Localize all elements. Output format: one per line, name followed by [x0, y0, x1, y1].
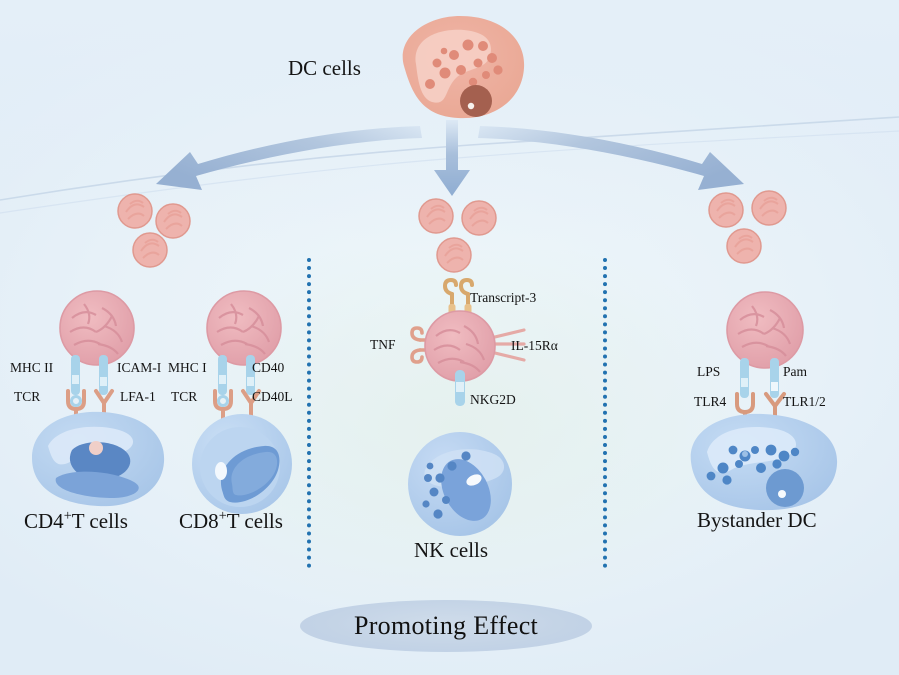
arrows-group — [156, 120, 744, 196]
label-lps: LPS — [697, 364, 721, 379]
tumor-cell-icon — [726, 291, 804, 369]
label-icam-i: ICAM-I — [117, 360, 162, 375]
tumor-cell-icon — [59, 290, 135, 366]
mhc-ii-receptor — [71, 355, 80, 395]
label-nkg2d: NKG2D — [470, 392, 516, 407]
cd4-label-main: CD4 — [24, 509, 64, 533]
label-cd40l: CD40L — [252, 389, 293, 404]
label-tcr-cd8: TCR — [171, 389, 198, 404]
pam-receptor — [770, 358, 779, 398]
cd8-label-main: CD8 — [179, 509, 219, 533]
bystander-dc-icon — [690, 413, 838, 511]
cd40-receptor — [246, 355, 255, 395]
cd8-receptors — [213, 355, 261, 425]
cd4-t-cell-icon — [32, 411, 165, 507]
cd8-panel — [199, 288, 289, 368]
label-tcr-cd4: TCR — [14, 389, 41, 404]
nk-cell-icon — [408, 432, 512, 536]
label-tlr1-2: TLR1/2 — [783, 394, 826, 409]
cd4-label-tail: T cells — [71, 509, 128, 533]
particles-center — [418, 198, 497, 273]
cd4-panel-label: CD4+T cells — [24, 508, 128, 534]
nkg2d-receptor — [455, 370, 465, 406]
divider-left — [307, 258, 311, 568]
arrow-to-bystander-dc — [478, 126, 744, 190]
label-tnf: TNF — [370, 337, 396, 352]
label-il-15r-alpha: IL-15Rα — [511, 338, 558, 353]
particles-left — [117, 193, 191, 268]
tumor-cell-icon — [206, 290, 282, 366]
arrow-to-t-cells — [156, 126, 422, 190]
bystander-panel — [718, 290, 812, 370]
cd8-panel-label: CD8+T cells — [179, 508, 283, 534]
cd8-label-tail: T cells — [226, 509, 283, 533]
promoting-effect-label: Promoting Effect — [353, 611, 539, 640]
tcr-binding-site — [217, 395, 229, 407]
promoting-effect-banner: Promoting Effect — [300, 600, 592, 652]
cd8-label-sup: + — [218, 508, 227, 524]
arrow-to-nk-cells — [434, 120, 470, 196]
label-mhc-ii: MHC II — [10, 360, 54, 375]
dc-cell-icon — [382, 8, 532, 128]
label-pam: Pam — [783, 364, 808, 379]
label-mhc-i: MHC I — [168, 360, 207, 375]
label-transcript-3: Transcript-3 — [470, 290, 537, 305]
cd8-t-cell-icon — [192, 414, 292, 514]
bystander-panel-label: Bystander DC — [697, 508, 817, 532]
tcr-binding-site — [70, 395, 82, 407]
divider-right — [603, 258, 607, 568]
lps-receptor — [740, 358, 749, 398]
cd4-panel — [52, 288, 142, 368]
dc-cells-label: DC cells — [288, 56, 361, 80]
cd4-label-sup: + — [63, 508, 72, 524]
particles-right — [708, 190, 787, 264]
label-tlr4: TLR4 — [694, 394, 727, 409]
nk-target-cell-group — [410, 278, 526, 406]
mhc-i-receptor — [218, 355, 227, 395]
icam-i-receptor — [99, 355, 108, 395]
label-lfa-1: LFA-1 — [120, 389, 156, 404]
label-cd40: CD40 — [252, 360, 285, 375]
nk-panel-label: NK cells — [414, 538, 489, 562]
